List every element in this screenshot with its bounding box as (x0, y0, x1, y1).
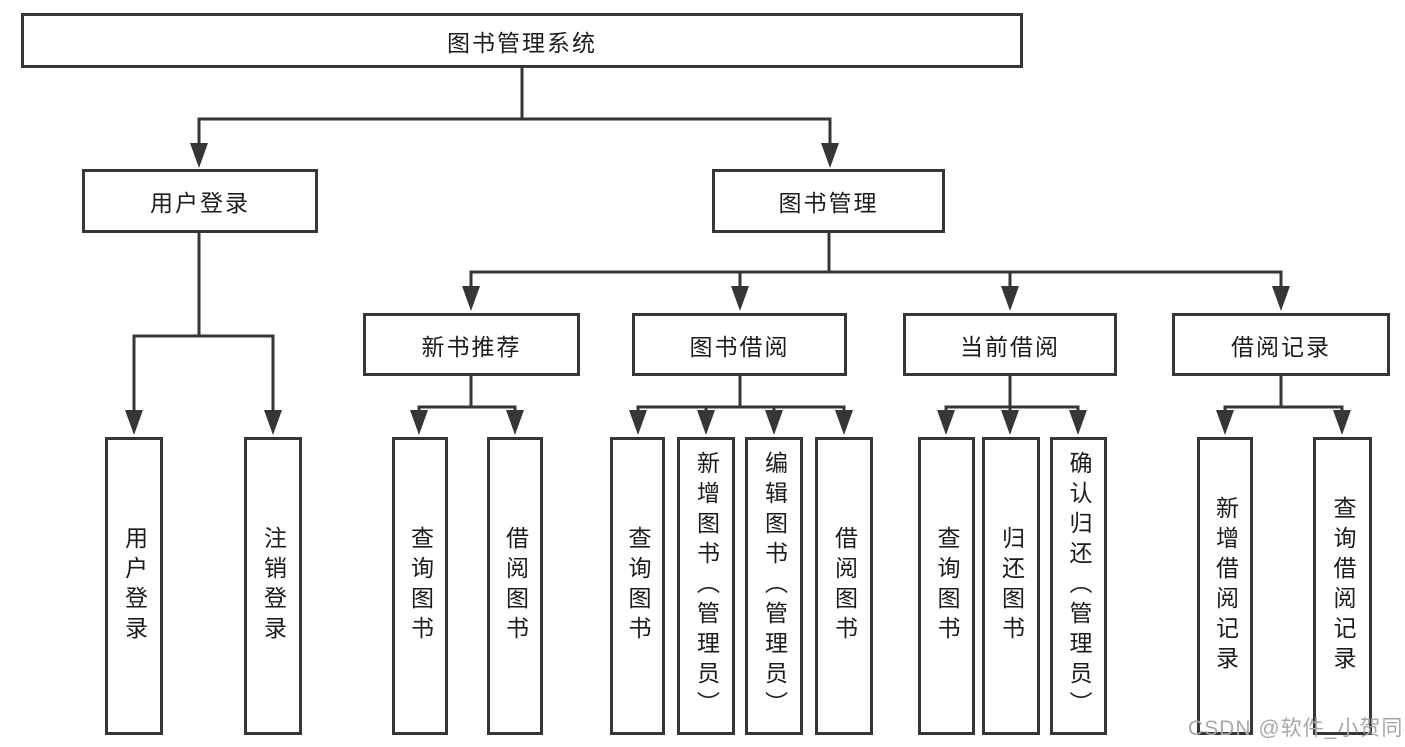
node-label: 查询图书 (934, 526, 960, 646)
node-label: 图书借阅 (689, 333, 790, 360)
node-leaf-query-borrow-record: 查询借阅记录 (1313, 437, 1372, 735)
node-leaf-logout: 注销登录 (244, 437, 302, 735)
node-book-management: 图书管理 (712, 169, 945, 233)
node-leaf-user-login: 用户登录 (105, 437, 163, 735)
node-label: 图书管理系统 (447, 29, 597, 56)
node-label: 借阅记录 (1231, 333, 1331, 360)
node-leaf-return-book: 归还图书 (982, 437, 1040, 735)
node-label: 当前借阅 (960, 333, 1060, 360)
node-book-borrow: 图书借阅 (632, 313, 847, 376)
node-leaf-query-book-2: 查询图书 (610, 437, 665, 735)
node-label: 编辑图书（管理员） (761, 451, 788, 721)
csdn-watermark: CSDN @软件_小贺同学 (1188, 717, 1405, 740)
node-label: 查询借阅记录 (1330, 496, 1356, 676)
node-leaf-add-borrow-record: 新增借阅记录 (1197, 437, 1253, 735)
node-current-borrow: 当前借阅 (903, 313, 1117, 376)
node-leaf-borrow-book-1: 借阅图书 (487, 437, 543, 735)
node-label: 借阅图书 (831, 526, 858, 646)
node-label: 用户登录 (121, 526, 148, 646)
node-label: 注销登录 (260, 526, 287, 646)
node-leaf-borrow-book-2: 借阅图书 (815, 437, 873, 735)
node-new-book-recommend: 新书推荐 (363, 313, 580, 376)
node-label: 借阅图书 (502, 526, 529, 646)
node-label: 图书管理 (778, 190, 879, 216)
node-leaf-add-book-admin: 新增图书（管理员） (677, 437, 735, 735)
node-label: 新书推荐 (421, 333, 522, 360)
node-leaf-confirm-return-admin: 确认归还（管理员） (1050, 437, 1107, 735)
node-label: 查询图书 (625, 526, 651, 646)
node-label: 确认归还（管理员） (1066, 451, 1092, 721)
node-label: 新增图书（管理员） (693, 451, 720, 721)
node-label: 查询图书 (407, 526, 434, 646)
node-user-login: 用户登录 (82, 169, 318, 233)
node-label: 归还图书 (998, 526, 1025, 646)
node-leaf-edit-book-admin: 编辑图书（管理员） (745, 437, 803, 735)
node-leaf-query-book-1: 查询图书 (392, 437, 448, 735)
node-label: 用户登录 (150, 190, 250, 216)
node-label: 新增借阅记录 (1212, 496, 1239, 676)
node-root-library-system: 图书管理系统 (21, 13, 1023, 68)
node-leaf-query-book-3: 查询图书 (918, 437, 975, 735)
node-borrow-records: 借阅记录 (1172, 313, 1390, 376)
